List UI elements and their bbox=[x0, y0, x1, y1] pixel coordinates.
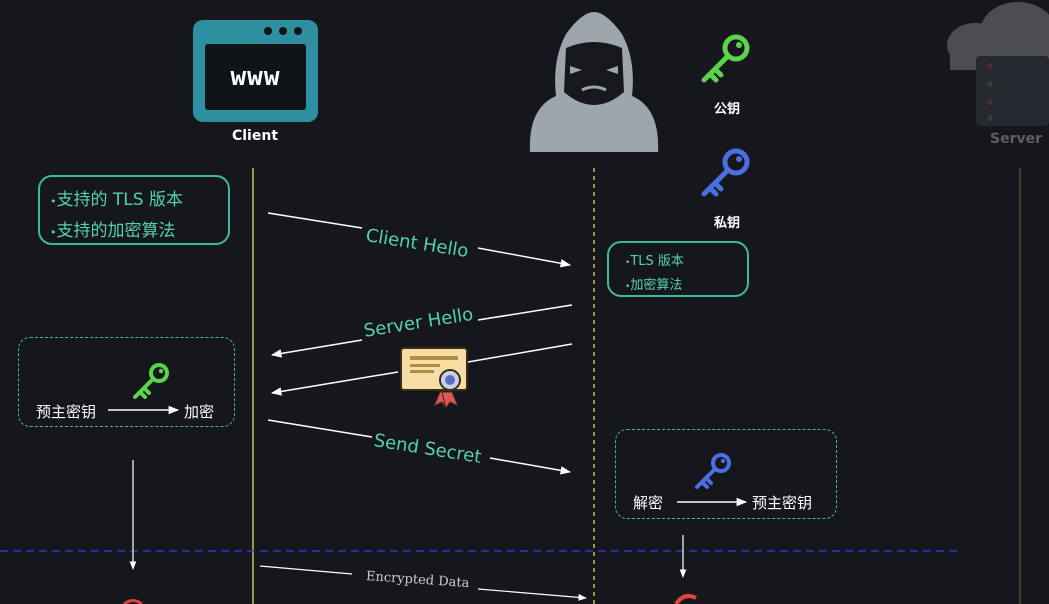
server-cloud-icon bbox=[947, 2, 1049, 126]
server-decrypt-from-label: 解密 bbox=[633, 494, 664, 512]
client-capabilities-box: •支持的 TLS 版本 •支持的加密算法 bbox=[38, 175, 230, 245]
encrypted-data-arrow bbox=[259, 565, 587, 601]
client-window-text: www bbox=[230, 62, 281, 92]
server-decrypt-box bbox=[615, 429, 837, 519]
server-label: Server bbox=[990, 131, 1043, 147]
certificate-arrow bbox=[270, 343, 573, 396]
client-encrypt-box bbox=[18, 337, 235, 427]
client-hello-arrow bbox=[267, 212, 572, 268]
client-capability-item: •支持的 TLS 版本 bbox=[50, 190, 183, 210]
certificate-icon bbox=[400, 347, 468, 410]
server-private-key-icon bbox=[695, 453, 731, 489]
browser-window-icon bbox=[193, 20, 318, 122]
send-secret-arrow bbox=[267, 419, 572, 475]
client-capability-item: •支持的加密算法 bbox=[50, 221, 176, 241]
client-encrypt-to-label: 加密 bbox=[184, 403, 215, 421]
client-lock-partial-icon bbox=[123, 599, 143, 604]
server-choice-item: •TLS 版本 bbox=[625, 254, 684, 269]
hacker-avatar-icon bbox=[529, 12, 659, 152]
server-decrypt-to-label: 预主密钥 bbox=[752, 494, 813, 512]
server-choice-item: •加密算法 bbox=[625, 278, 683, 293]
server-lock-partial-icon bbox=[674, 594, 697, 604]
public-key-label: 公钥 bbox=[713, 102, 740, 117]
client-label: Client bbox=[231, 128, 279, 144]
private-key-label: 私钥 bbox=[713, 216, 740, 231]
client-public-key-icon bbox=[133, 363, 169, 399]
server-hello-arrow bbox=[270, 304, 573, 358]
client-encrypt-from-label: 预主密钥 bbox=[36, 403, 97, 421]
server-choice-box: •TLS 版本 •加密算法 bbox=[607, 241, 749, 297]
public-key-icon bbox=[701, 34, 750, 83]
private-key-icon bbox=[701, 148, 750, 197]
